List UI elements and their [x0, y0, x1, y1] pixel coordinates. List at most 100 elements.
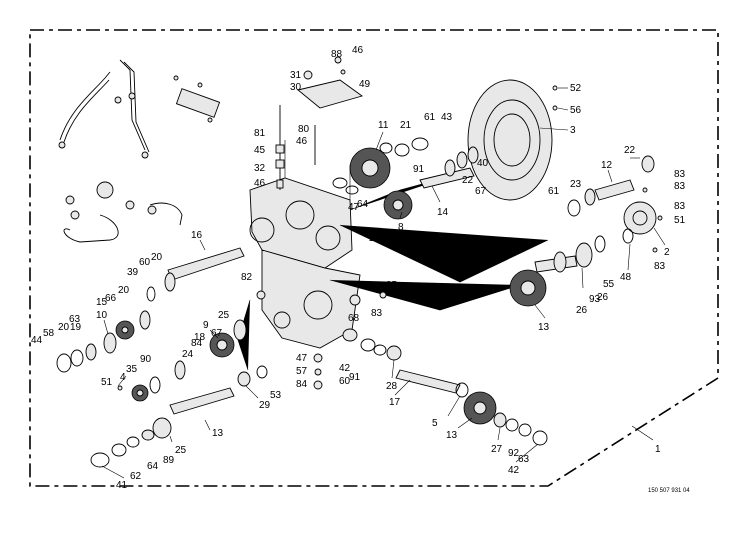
part-label: 3 [570, 125, 576, 136]
part-label: 35 [126, 364, 138, 375]
part-label: 41 [116, 480, 128, 491]
part-label: 22 [624, 145, 636, 156]
part-label: 19 [70, 322, 82, 333]
part-label: 5 [432, 418, 438, 429]
part-number-labels: 2 3 4 5 8 9 10 11 12 13 13 13 14 15 16 1… [31, 45, 686, 491]
part-label: 60 [139, 257, 151, 268]
part-label: 91 [349, 372, 361, 383]
part-label: 83 [674, 181, 686, 192]
gearbox-housing [249, 79, 364, 349]
document-number: 150 507 931 04 [648, 488, 690, 494]
part-label: 42 [508, 465, 520, 476]
part-label: 93 [589, 294, 601, 305]
part-label: 51 [101, 377, 113, 388]
part-label: 62 [130, 471, 142, 482]
part-label: 47 [348, 202, 360, 213]
part-label: 48 [620, 272, 632, 283]
part-label: 9 [203, 320, 209, 331]
part-label: 32 [254, 163, 266, 174]
assembly-boundary-frame [29, 29, 719, 487]
part-label: 63 [69, 314, 81, 325]
part-label: 83 [654, 261, 666, 272]
part-label: 13 [446, 430, 458, 441]
part-label: 18 [194, 332, 206, 343]
part-label: 52 [570, 83, 582, 94]
part-label: 82 [241, 272, 253, 283]
part-label: 40 [477, 158, 489, 169]
part-label: 10 [96, 310, 108, 321]
part-label: 17 [389, 397, 401, 408]
part-label: 57 [296, 366, 308, 377]
part-label: 63 [518, 454, 530, 465]
assembly-label: 1 [655, 444, 661, 455]
part-label: 64 [147, 461, 159, 472]
part-label: 8 [398, 222, 404, 233]
fasteners [117, 56, 663, 391]
part-label: 83 [371, 308, 383, 319]
part-label: 84 [296, 379, 308, 390]
part-label: 83 [674, 169, 686, 180]
part-label: 49 [359, 79, 371, 90]
hydraulic-piping-group [58, 59, 221, 243]
part-label: 81 [254, 128, 266, 139]
part-label: 47 [296, 353, 308, 364]
part-label: 83 [674, 201, 686, 212]
part-label: 90 [140, 354, 152, 365]
part-label: 21 [400, 120, 412, 131]
part-label: 88 [331, 49, 343, 60]
part-label: 39 [127, 267, 139, 278]
part-label: 20 [151, 252, 163, 263]
assembly-leader [631, 425, 654, 441]
part-label: 85 [386, 280, 398, 291]
part-label: 44 [31, 335, 43, 346]
part-label: 14 [437, 207, 449, 218]
part-label: 55 [603, 279, 615, 290]
part-label: 46 [352, 45, 364, 56]
part-label: 67 [475, 186, 487, 197]
bearings-washers-rings [56, 137, 655, 468]
part-label: 20 [58, 322, 70, 333]
part-label: 92 [508, 448, 520, 459]
part-label: 68 [348, 313, 360, 324]
part-label: 53 [270, 390, 282, 401]
part-label: 89 [163, 455, 175, 466]
part-label: 91 [413, 164, 425, 175]
bell-housing-cover [467, 79, 657, 235]
part-label: 67 [211, 328, 223, 339]
part-label: 25 [218, 310, 230, 321]
part-label: 26 [597, 292, 609, 303]
part-label: 15 [96, 297, 108, 308]
part-label: 84 [191, 338, 203, 349]
part-label: 11 [378, 120, 389, 131]
part-label: 80 [298, 124, 310, 135]
part-label: 21 [369, 233, 381, 244]
part-label: 22 [462, 175, 474, 186]
part-label: 13 [212, 428, 224, 439]
part-label: 46 [296, 136, 308, 147]
part-label: 28 [386, 381, 398, 392]
part-label: 29 [259, 400, 271, 411]
part-label: 2 [664, 247, 670, 258]
part-label: 46 [254, 178, 266, 189]
part-label: 30 [290, 82, 302, 93]
part-label: 20 [118, 285, 130, 296]
part-label: 12 [601, 160, 613, 171]
part-label: 61 [424, 112, 436, 123]
part-label: 61 [548, 186, 560, 197]
part-label: 26 [576, 305, 588, 316]
part-label: 43 [441, 112, 453, 123]
part-label: 66 [105, 293, 117, 304]
part-label: 60 [339, 376, 351, 387]
part-label: 45 [254, 145, 266, 156]
gears [115, 147, 547, 425]
part-label: 31 [290, 70, 302, 81]
part-label: 24 [182, 349, 194, 360]
part-label: 51 [674, 215, 686, 226]
part-label: 56 [570, 105, 582, 116]
part-label: 42 [339, 363, 351, 374]
part-label: 13 [538, 322, 550, 333]
part-label: 23 [570, 179, 582, 190]
part-label: 4 [120, 372, 126, 383]
part-label: 16 [191, 230, 203, 241]
